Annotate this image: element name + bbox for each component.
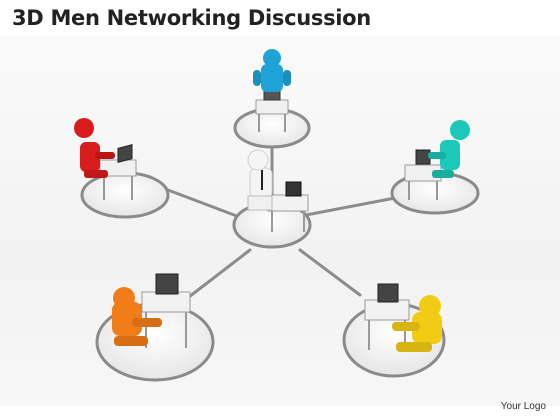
- link-bottom-right: [298, 248, 362, 297]
- person-top-blue: [253, 49, 291, 132]
- platform-top: [233, 107, 311, 149]
- link-right: [304, 196, 397, 217]
- link-bottom-left: [183, 248, 252, 302]
- logo-text: Your Logo: [500, 401, 546, 412]
- platform-left: [80, 171, 170, 219]
- person-right-teal: [404, 120, 470, 200]
- person-bottom-left-orange: [112, 273, 191, 348]
- person-center-white: [247, 149, 309, 232]
- link-left: [166, 188, 244, 220]
- person-left-red: [74, 118, 137, 200]
- person-bottom-right-yellow: [364, 283, 442, 352]
- page-title: 3D Men Networking Discussion: [12, 6, 371, 30]
